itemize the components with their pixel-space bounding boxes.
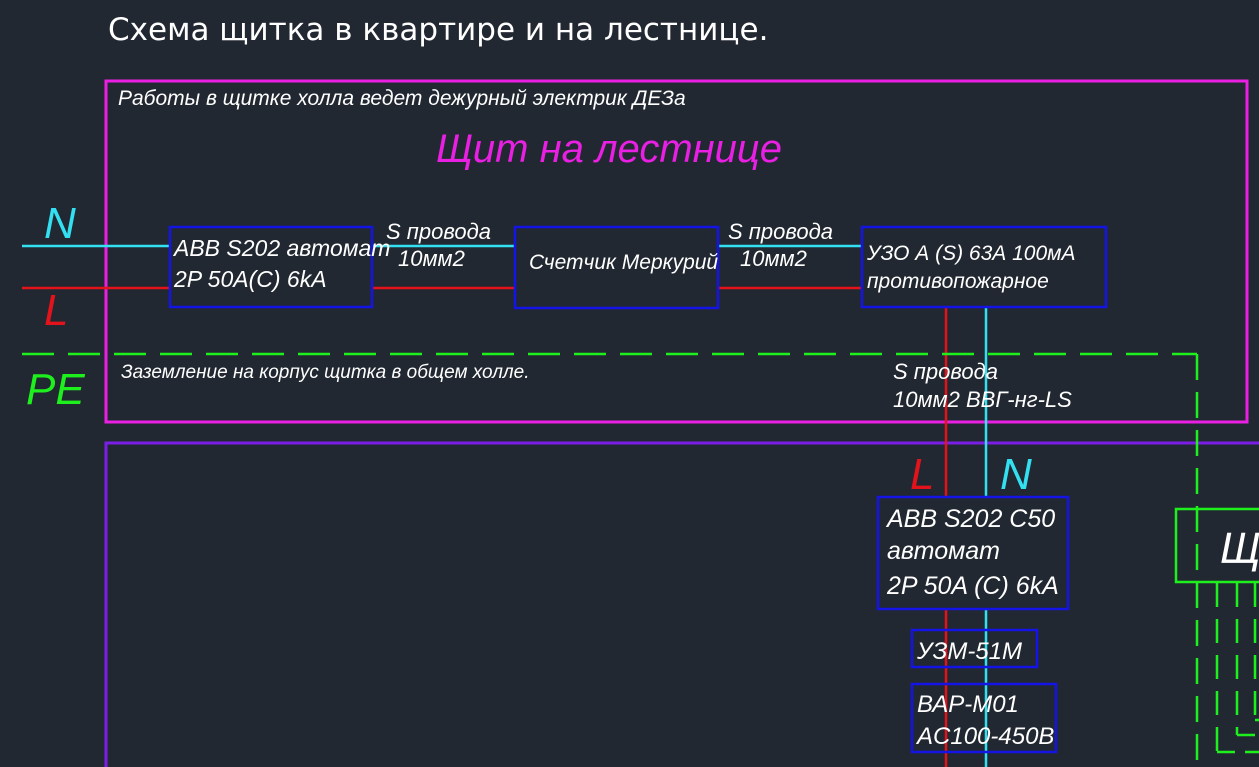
uzm-label: УЗМ-51М <box>916 638 1022 665</box>
cable-3-label-1: S провода <box>893 359 998 384</box>
cable-2-label-1: S провода <box>728 219 833 244</box>
n-riser-label: N <box>1000 450 1032 499</box>
cable-1-label-1: S провода <box>386 219 491 244</box>
var-box <box>910 682 1058 754</box>
l-riser-label: L <box>910 450 934 499</box>
apartment-breaker-box <box>876 495 1070 611</box>
page-title: Схема щитка в квартире и на лестнице. <box>108 12 769 48</box>
cable-2-label-2: 10мм2 <box>740 246 807 271</box>
meter-box <box>513 225 720 310</box>
input-breaker-label-2: 2P 50A(C) 6kA <box>173 266 327 292</box>
apartment-panel-frame <box>104 441 1259 767</box>
partial-shield-box <box>1174 507 1259 584</box>
pe-wire <box>22 352 1259 767</box>
line-wire <box>22 286 948 767</box>
input-breaker-box <box>168 225 374 309</box>
cable-3-label-2: 10мм2 ВВГ-нг-LS <box>893 387 1072 412</box>
neutral-wire <box>22 244 988 767</box>
cable-1-label-2: 10мм2 <box>398 246 465 271</box>
rcd-box <box>860 225 1108 309</box>
n-wire-label: N <box>44 199 76 248</box>
stair-panel-heading: Щит на лестнице <box>436 127 782 171</box>
rcd-label-2: противопожарное <box>867 270 1049 293</box>
ground-note: Заземление на корпус щитка в общем холле… <box>121 362 529 383</box>
apartment-breaker-label-3: 2P 50A (C) 6kA <box>886 572 1059 600</box>
apartment-breaker-label-1: ABB S202 C50 <box>885 505 1055 533</box>
stair-panel-frame <box>104 79 1249 424</box>
partial-shield-label: Щ <box>1220 524 1259 573</box>
apartment-breaker-label-2: автомат <box>887 537 1000 565</box>
meter-label: Счетчик Меркурий <box>529 251 718 274</box>
var-label-2: AC100-450В <box>915 723 1054 750</box>
var-label-1: ВАР-М01 <box>917 691 1019 718</box>
pe-wire-label: PE <box>26 365 85 414</box>
rcd-label-1: УЗО А (S) 63А 100мА <box>866 242 1076 265</box>
input-breaker-label-1: ABB S202 автомат <box>172 235 390 261</box>
stair-panel-note: Работы в щитке холла ведет дежурный элек… <box>118 87 686 110</box>
l-wire-label: L <box>44 286 68 335</box>
uzm-box <box>910 628 1039 669</box>
